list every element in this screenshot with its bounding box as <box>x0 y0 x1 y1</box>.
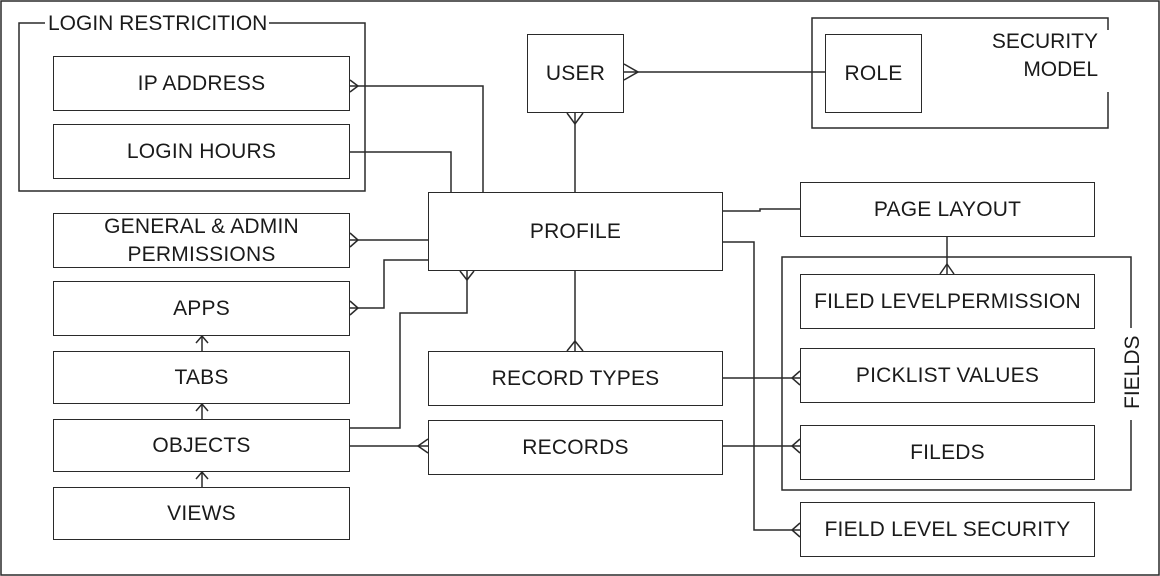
crowfoot-flp <box>939 262 955 275</box>
crowfoot-apps-tabs <box>195 334 209 344</box>
crowfoot-recordtypes <box>566 339 584 352</box>
crowfoot-apps <box>349 300 360 316</box>
role-box: ROLE <box>825 34 922 113</box>
connector-apps-profile <box>350 259 428 309</box>
crowfoot-tabs-objects <box>195 402 209 412</box>
crowfoot-picklist <box>790 370 801 386</box>
page-layout-box: PAGE LAYOUT <box>800 182 1095 237</box>
connector-objects-profile <box>350 271 468 429</box>
record-types-box: RECORD TYPES <box>428 351 723 406</box>
fileds-box: FILEDS <box>800 425 1095 480</box>
fields-label: FIELDS <box>1121 335 1145 412</box>
general-admin-permissions-box: GENERAL & ADMIN PERMISSIONS <box>53 213 350 268</box>
filed-level-permission-box: FILED LEVELPERMISSION <box>800 274 1095 329</box>
picklist-values-box: PICKLIST VALUES <box>800 348 1095 403</box>
crowfoot-ip <box>349 79 360 93</box>
security-model-label: SECURITY MODEL <box>991 30 1098 81</box>
user-box: USER <box>527 34 624 113</box>
ip-address-box: IP ADDRESS <box>53 56 350 111</box>
records-box: RECORDS <box>428 420 723 475</box>
connector-profile-fls <box>723 241 800 531</box>
fields-frame <box>781 256 1132 491</box>
crowfoot-objects-profile <box>459 270 475 282</box>
crowfoot-records <box>416 438 429 454</box>
crowfoot-user-role <box>623 63 640 81</box>
apps-box: APPS <box>53 281 350 336</box>
crowfoot-fileds <box>790 438 801 454</box>
tabs-box: TABS <box>53 351 350 404</box>
crowfoot-objects-views <box>195 470 209 480</box>
crowfoot-fls <box>790 522 801 538</box>
connector-hours-profile <box>350 151 452 192</box>
login-restriction-frame <box>18 22 366 192</box>
connector-ip-profile <box>350 85 484 192</box>
field-level-security-box: FIELD LEVEL SECURITY <box>800 502 1095 557</box>
crowfoot-general <box>349 232 360 248</box>
login-hours-box: LOGIN HOURS <box>53 124 350 179</box>
connector-profile-pagelayout <box>723 208 800 212</box>
login-restriction-label: LOGIN RESTRICITION <box>46 12 270 36</box>
objects-box: OBJECTS <box>53 419 350 472</box>
security-model-frame <box>811 17 1109 129</box>
crowfoot-user-profile <box>566 112 584 126</box>
profile-box: PROFILE <box>428 192 723 271</box>
views-box: VIEWS <box>53 487 350 540</box>
